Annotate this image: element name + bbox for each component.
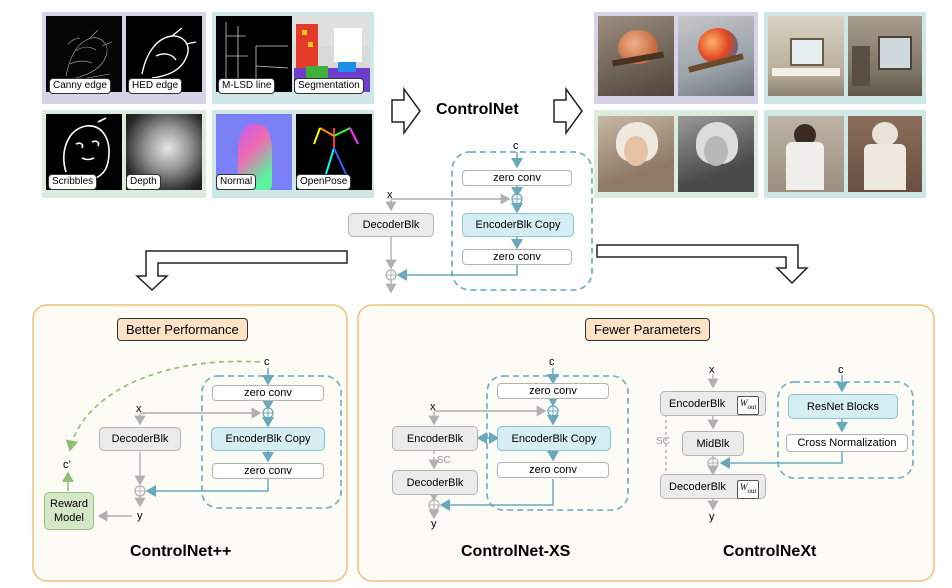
- generated-room-image-2: [848, 16, 922, 96]
- generated-bird-image-2: [678, 16, 754, 96]
- xs-x-label: x: [430, 401, 436, 413]
- xs-zero-conv-top: zero conv: [497, 383, 609, 399]
- next-decoder-wout: Wout: [737, 480, 760, 499]
- generated-pose-image-1: [768, 116, 844, 192]
- center-x-label: x: [387, 189, 393, 201]
- right-panel-border: [357, 304, 935, 582]
- generated-portrait-image-2: [678, 116, 754, 192]
- center-encoder-copy-block: EncoderBlk Copy: [462, 213, 574, 237]
- center-zero-conv-bottom: zero conv: [462, 249, 572, 265]
- center-c-label: c: [513, 140, 519, 152]
- generated-bird-image-1: [598, 16, 674, 96]
- xs-encoder-block: EncoderBlk: [392, 426, 478, 451]
- scribbles-label: Scribbles: [48, 174, 98, 190]
- openpose-label: OpenPose: [296, 174, 352, 190]
- segmentation-label: Segmentation: [294, 78, 364, 94]
- xs-sc-label: SC: [437, 455, 451, 466]
- xs-c-label: c: [549, 356, 555, 368]
- left-zero-conv-top: zero conv: [212, 385, 324, 401]
- better-performance-header: Better Performance: [117, 318, 248, 341]
- left-x-label: x: [136, 403, 142, 415]
- cross-normalization-block: Cross Normalization: [786, 434, 908, 452]
- controlnet-xs-title: ControlNet-XS: [461, 543, 571, 560]
- mlsd-line-label: M-LSD line: [218, 78, 276, 94]
- generated-room-image-1: [768, 16, 844, 96]
- next-x-label: x: [709, 364, 715, 376]
- wout-symbol: W: [740, 398, 748, 408]
- next-encoder-text: EncoderBlk: [669, 397, 726, 410]
- xs-encoder-copy-block: EncoderBlk Copy: [497, 426, 611, 451]
- xs-y-label: y: [431, 518, 437, 530]
- center-dashed-boundary: [451, 151, 593, 291]
- controlnet-pp-title: ControlNet++: [130, 543, 232, 560]
- bent-arrow-right: [596, 244, 809, 285]
- resnet-blocks-block: ResNet Blocks: [788, 394, 898, 419]
- wout-subscript: out: [747, 486, 757, 495]
- reward-model-block: Reward Model: [44, 492, 94, 530]
- wout-subscript: out: [747, 402, 757, 411]
- left-zero-conv-bottom: zero conv: [212, 463, 324, 479]
- canny-edge-label: Canny edge: [49, 78, 111, 94]
- left-y-label: y: [137, 510, 143, 522]
- controlnet-title: ControlNet: [436, 101, 519, 118]
- center-decoder-block: DecoderBlk: [348, 213, 434, 237]
- left-decoder-block: DecoderBlk: [99, 427, 181, 451]
- generated-pose-image-2: [848, 116, 922, 192]
- hollow-arrow-right: [553, 86, 583, 136]
- depth-label: Depth: [126, 174, 161, 190]
- hed-edge-label: HED edge: [128, 78, 183, 94]
- next-y-label: y: [709, 511, 715, 523]
- next-encoder-wout: Wout: [737, 396, 760, 415]
- left-encoder-copy-block: EncoderBlk Copy: [211, 427, 325, 451]
- hollow-arrow-left: [391, 86, 421, 136]
- center-zero-conv-top: zero conv: [462, 170, 572, 186]
- wout-symbol: W: [740, 482, 748, 492]
- fewer-parameters-header: Fewer Parameters: [585, 318, 710, 341]
- next-c-label: c: [838, 364, 844, 376]
- xs-zero-conv-bottom: zero conv: [497, 462, 609, 478]
- next-midblk-block: MidBlk: [682, 431, 744, 456]
- normal-label: Normal: [216, 174, 257, 190]
- next-decoder-text: DecoderBlk: [669, 480, 726, 493]
- xs-decoder-block: DecoderBlk: [392, 470, 478, 495]
- left-c-label: c: [264, 356, 270, 368]
- generated-portrait-image-1: [598, 116, 674, 192]
- next-sc-label: SC: [656, 436, 670, 447]
- left-c-prime-label: c’: [63, 459, 71, 471]
- controlnext-title: ControlNeXt: [723, 543, 817, 560]
- bent-arrow-left: [135, 250, 348, 292]
